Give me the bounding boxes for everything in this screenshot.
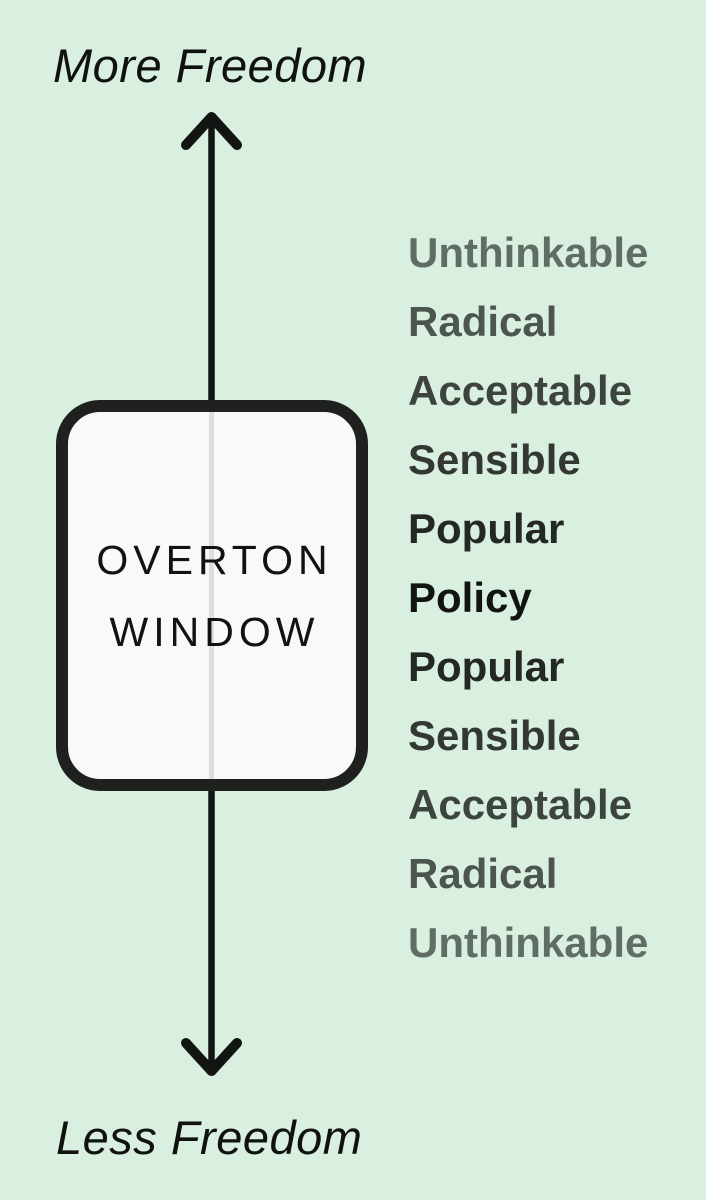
more-freedom-label: More Freedom	[53, 39, 368, 92]
overton-window-box-line2: WINDOW	[109, 608, 320, 655]
ladder-item-sensible-top: Sensible	[408, 435, 581, 483]
ladder-item-radical-top: Radical	[408, 297, 558, 345]
overton-window-box: OVERTON WINDOW	[56, 400, 368, 791]
less-freedom-label: Less Freedom	[56, 1111, 363, 1164]
ladder-item-unthinkable-bottom: Unthinkable	[408, 918, 649, 966]
arrow-shaft-ghost	[209, 412, 214, 779]
ladder-item-sensible-bottom: Sensible	[408, 711, 581, 759]
overton-window-box-line1: OVERTON	[96, 536, 333, 583]
ladder-item-policy: Policy	[408, 573, 532, 621]
ladder-item-popular-bottom: Popular	[408, 642, 565, 690]
acceptability-ladder: Unthinkable Radical Acceptable Sensible …	[408, 218, 648, 977]
arrow-up-head-icon	[181, 112, 242, 150]
ladder-item-radical-bottom: Radical	[408, 849, 558, 897]
ladder-item-acceptable-top: Acceptable	[408, 366, 633, 414]
ladder-item-unthinkable-top: Unthinkable	[408, 228, 649, 276]
arrow-down-head-icon	[181, 1038, 242, 1076]
ladder-item-popular-top: Popular	[408, 504, 565, 552]
ladder-item-acceptable-bottom: Acceptable	[408, 780, 633, 828]
